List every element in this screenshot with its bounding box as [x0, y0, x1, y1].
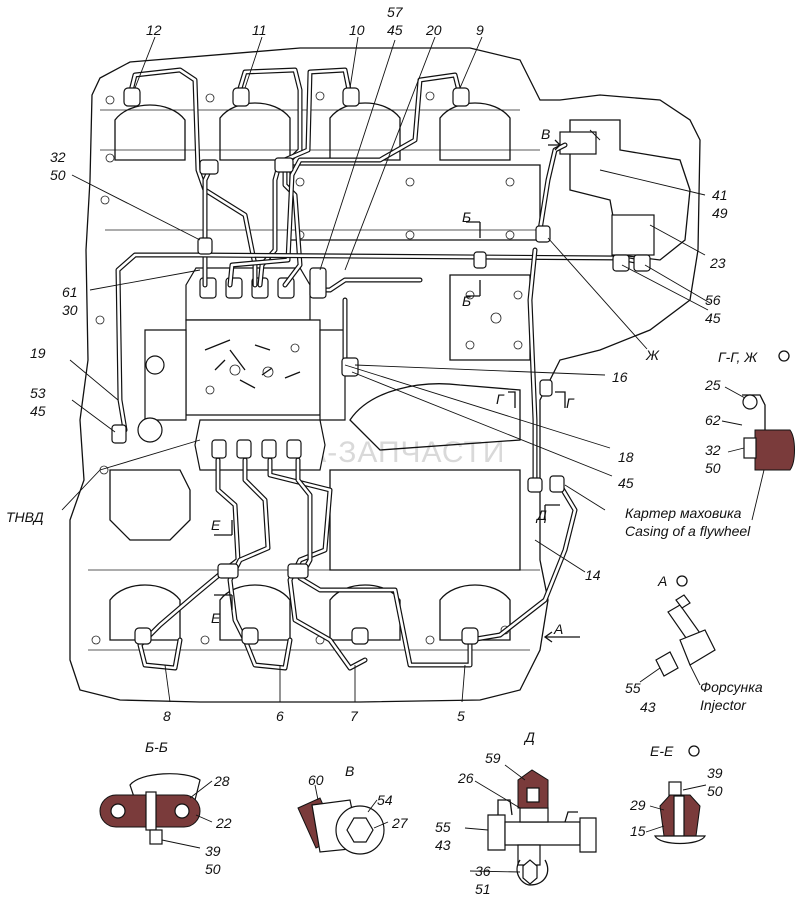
label-9: 9 — [476, 22, 484, 38]
label-10: 10 — [349, 22, 365, 38]
ee-label-39: 39 — [707, 765, 723, 781]
view-v-label: В — [541, 126, 550, 142]
label-20: 20 — [425, 22, 442, 38]
label-12: 12 — [146, 22, 162, 38]
d-label-43: 43 — [435, 837, 451, 853]
bb-label-22: 22 — [215, 815, 232, 831]
injector-caption-ru: Форсунка — [700, 679, 763, 695]
label-30: 30 — [62, 302, 78, 318]
bb-label-39: 39 — [205, 843, 221, 859]
label-57: 57 — [387, 4, 404, 20]
injector-label-55: 55 — [625, 680, 641, 696]
gzh-label-32: 32 — [705, 442, 721, 458]
detail-gzh-title: Г-Г, Ж — [718, 349, 758, 365]
label-50: 50 — [50, 167, 66, 183]
d-label-59: 59 — [485, 750, 501, 766]
bb-label-28: 28 — [213, 773, 230, 789]
v-label-60: 60 — [308, 772, 324, 788]
label-53: 53 — [30, 385, 46, 401]
section-b-top-label: Б — [462, 209, 471, 225]
bb-label-50: 50 — [205, 861, 221, 877]
section-e-top-label: Е — [211, 517, 221, 533]
detail-ee-title: Е-Е — [650, 743, 674, 759]
d-label-36: 36 — [475, 863, 491, 879]
section-g-left-label: Г — [496, 391, 505, 407]
detail-e-e: Е-Е 39 50 29 15 — [629, 743, 723, 845]
scale-circle-icon — [688, 745, 700, 757]
ee-label-29: 29 — [629, 797, 646, 813]
ee-label-50: 50 — [707, 783, 723, 799]
injector-label-43: 43 — [640, 699, 656, 715]
scale-circle-icon — [778, 350, 790, 362]
section-d-label: Д — [535, 507, 547, 523]
detail-a-injector: А 55 43 Форсунка Injector — [625, 573, 763, 715]
detail-d: Д 59 26 55 43 36 51 — [435, 729, 597, 897]
gzh-label-50: 50 — [705, 460, 721, 476]
v-label-54: 54 — [377, 792, 393, 808]
label-23: 23 — [709, 255, 726, 271]
label-6: 6 — [276, 708, 284, 724]
flywheel-caption-ru: Картер маховика — [625, 505, 742, 521]
label-zh: Ж — [645, 347, 660, 363]
detail-g-g-zh: Г-Г, Ж 25 62 32 50 Картер маховика Casin… — [625, 349, 795, 539]
label-11: 11 — [252, 22, 267, 38]
label-tnvd: ТНВД — [6, 509, 44, 525]
label-7: 7 — [350, 708, 359, 724]
label-49: 49 — [712, 205, 728, 221]
leader-lines — [61, 36, 711, 703]
v-label-27: 27 — [391, 815, 409, 831]
injector-fittings — [111, 87, 651, 645]
d-label-26: 26 — [457, 770, 474, 786]
detail-bb-title: Б-Б — [145, 739, 168, 755]
ee-label-15: 15 — [630, 823, 646, 839]
view-a-label: А — [553, 621, 563, 637]
label-19: 19 — [30, 345, 46, 361]
gzh-label-62: 62 — [705, 412, 721, 428]
label-18: 18 — [618, 449, 634, 465]
section-markers: Б Б Г Г Е Е Д В А — [211, 126, 580, 643]
label-16: 16 — [612, 369, 628, 385]
injection-pump — [137, 267, 346, 471]
detail-d-title: Д — [523, 729, 535, 745]
scale-circle-icon — [676, 575, 688, 587]
d-label-55: 55 — [435, 819, 451, 835]
gzh-label-25: 25 — [704, 377, 721, 393]
label-14: 14 — [585, 567, 601, 583]
label-32: 32 — [50, 149, 66, 165]
section-g-right-label: Г — [566, 395, 575, 411]
label-41: 41 — [712, 187, 728, 203]
section-e-bottom-label: Е — [211, 610, 221, 626]
label-61: 61 — [62, 284, 78, 300]
section-b-bottom-label: Б — [462, 293, 471, 309]
main-part-labels: 12 11 10 57 45 20 9 32 50 41 49 23 61 30… — [6, 4, 728, 724]
flywheel-caption-en: Casing of a flywheel — [625, 523, 751, 539]
label-8: 8 — [163, 708, 171, 724]
d-label-51: 51 — [475, 881, 491, 897]
label-45-right: 45 — [705, 310, 721, 326]
label-45-mid: 45 — [618, 475, 634, 491]
detail-a-title: А — [657, 573, 667, 589]
detail-b-b: Б-Б 28 22 39 50 — [99, 739, 232, 877]
injector-caption-en: Injector — [700, 697, 747, 713]
label-45-top: 45 — [387, 22, 403, 38]
label-5: 5 — [457, 708, 465, 724]
detail-v-title: В — [345, 763, 354, 779]
detail-v: В 60 54 27 — [297, 763, 409, 855]
label-45-left: 45 — [30, 403, 46, 419]
label-56: 56 — [705, 292, 721, 308]
